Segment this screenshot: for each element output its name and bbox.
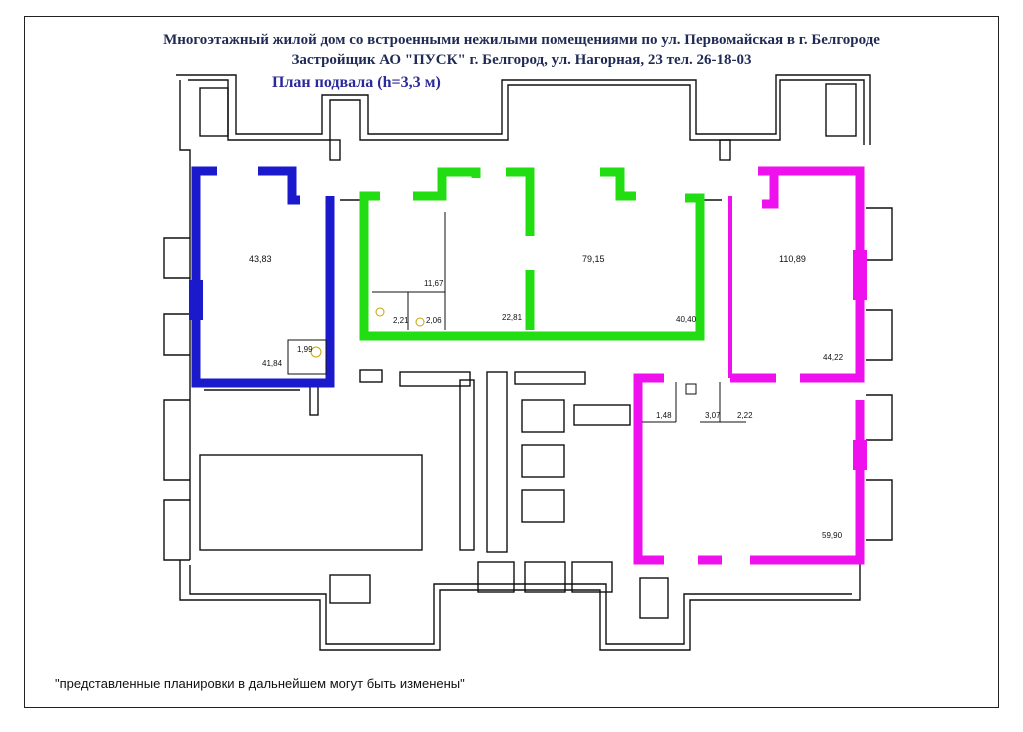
plan-title: Многоэтажный жилой дом со встроенными не…	[163, 32, 880, 48]
plan-subtitle: План подвала (h=3,3 м)	[272, 74, 441, 91]
green-wc	[372, 212, 446, 330]
developer-info: Застройщик АО "ПУСК" г. Белгород, ул. На…	[291, 52, 752, 68]
room-area-label: 40,40	[676, 315, 697, 324]
drawing-frame	[24, 16, 999, 708]
outer-walls	[163, 74, 893, 651]
magenta-wc	[642, 382, 746, 423]
room-area-label: 59,90	[822, 531, 843, 540]
room-area-label: 2,21	[393, 316, 409, 325]
room-area-label: 3,07	[705, 411, 721, 420]
room-area-label: 43,83	[249, 254, 272, 264]
green-unit	[359, 167, 705, 341]
room-area-label: 22,81	[502, 313, 523, 322]
room-area-label: 1,48	[656, 411, 672, 420]
room-area-label: 2,06	[426, 316, 442, 325]
footnote: "представленные планировки в дальнейшем …	[55, 676, 465, 691]
room-area-label: 11,67	[424, 279, 444, 288]
blue-wc	[287, 339, 327, 375]
blue-unit	[189, 166, 335, 388]
room-area-label: 41,84	[262, 359, 283, 368]
room-area-label: 44,22	[823, 353, 844, 362]
room-area-label: 1,99	[297, 345, 313, 354]
room-area-label: 2,22	[737, 411, 753, 420]
magenta-unit	[633, 166, 867, 565]
room-area-label: 110,89	[779, 254, 806, 264]
room-area-label: 79,15	[582, 254, 605, 264]
